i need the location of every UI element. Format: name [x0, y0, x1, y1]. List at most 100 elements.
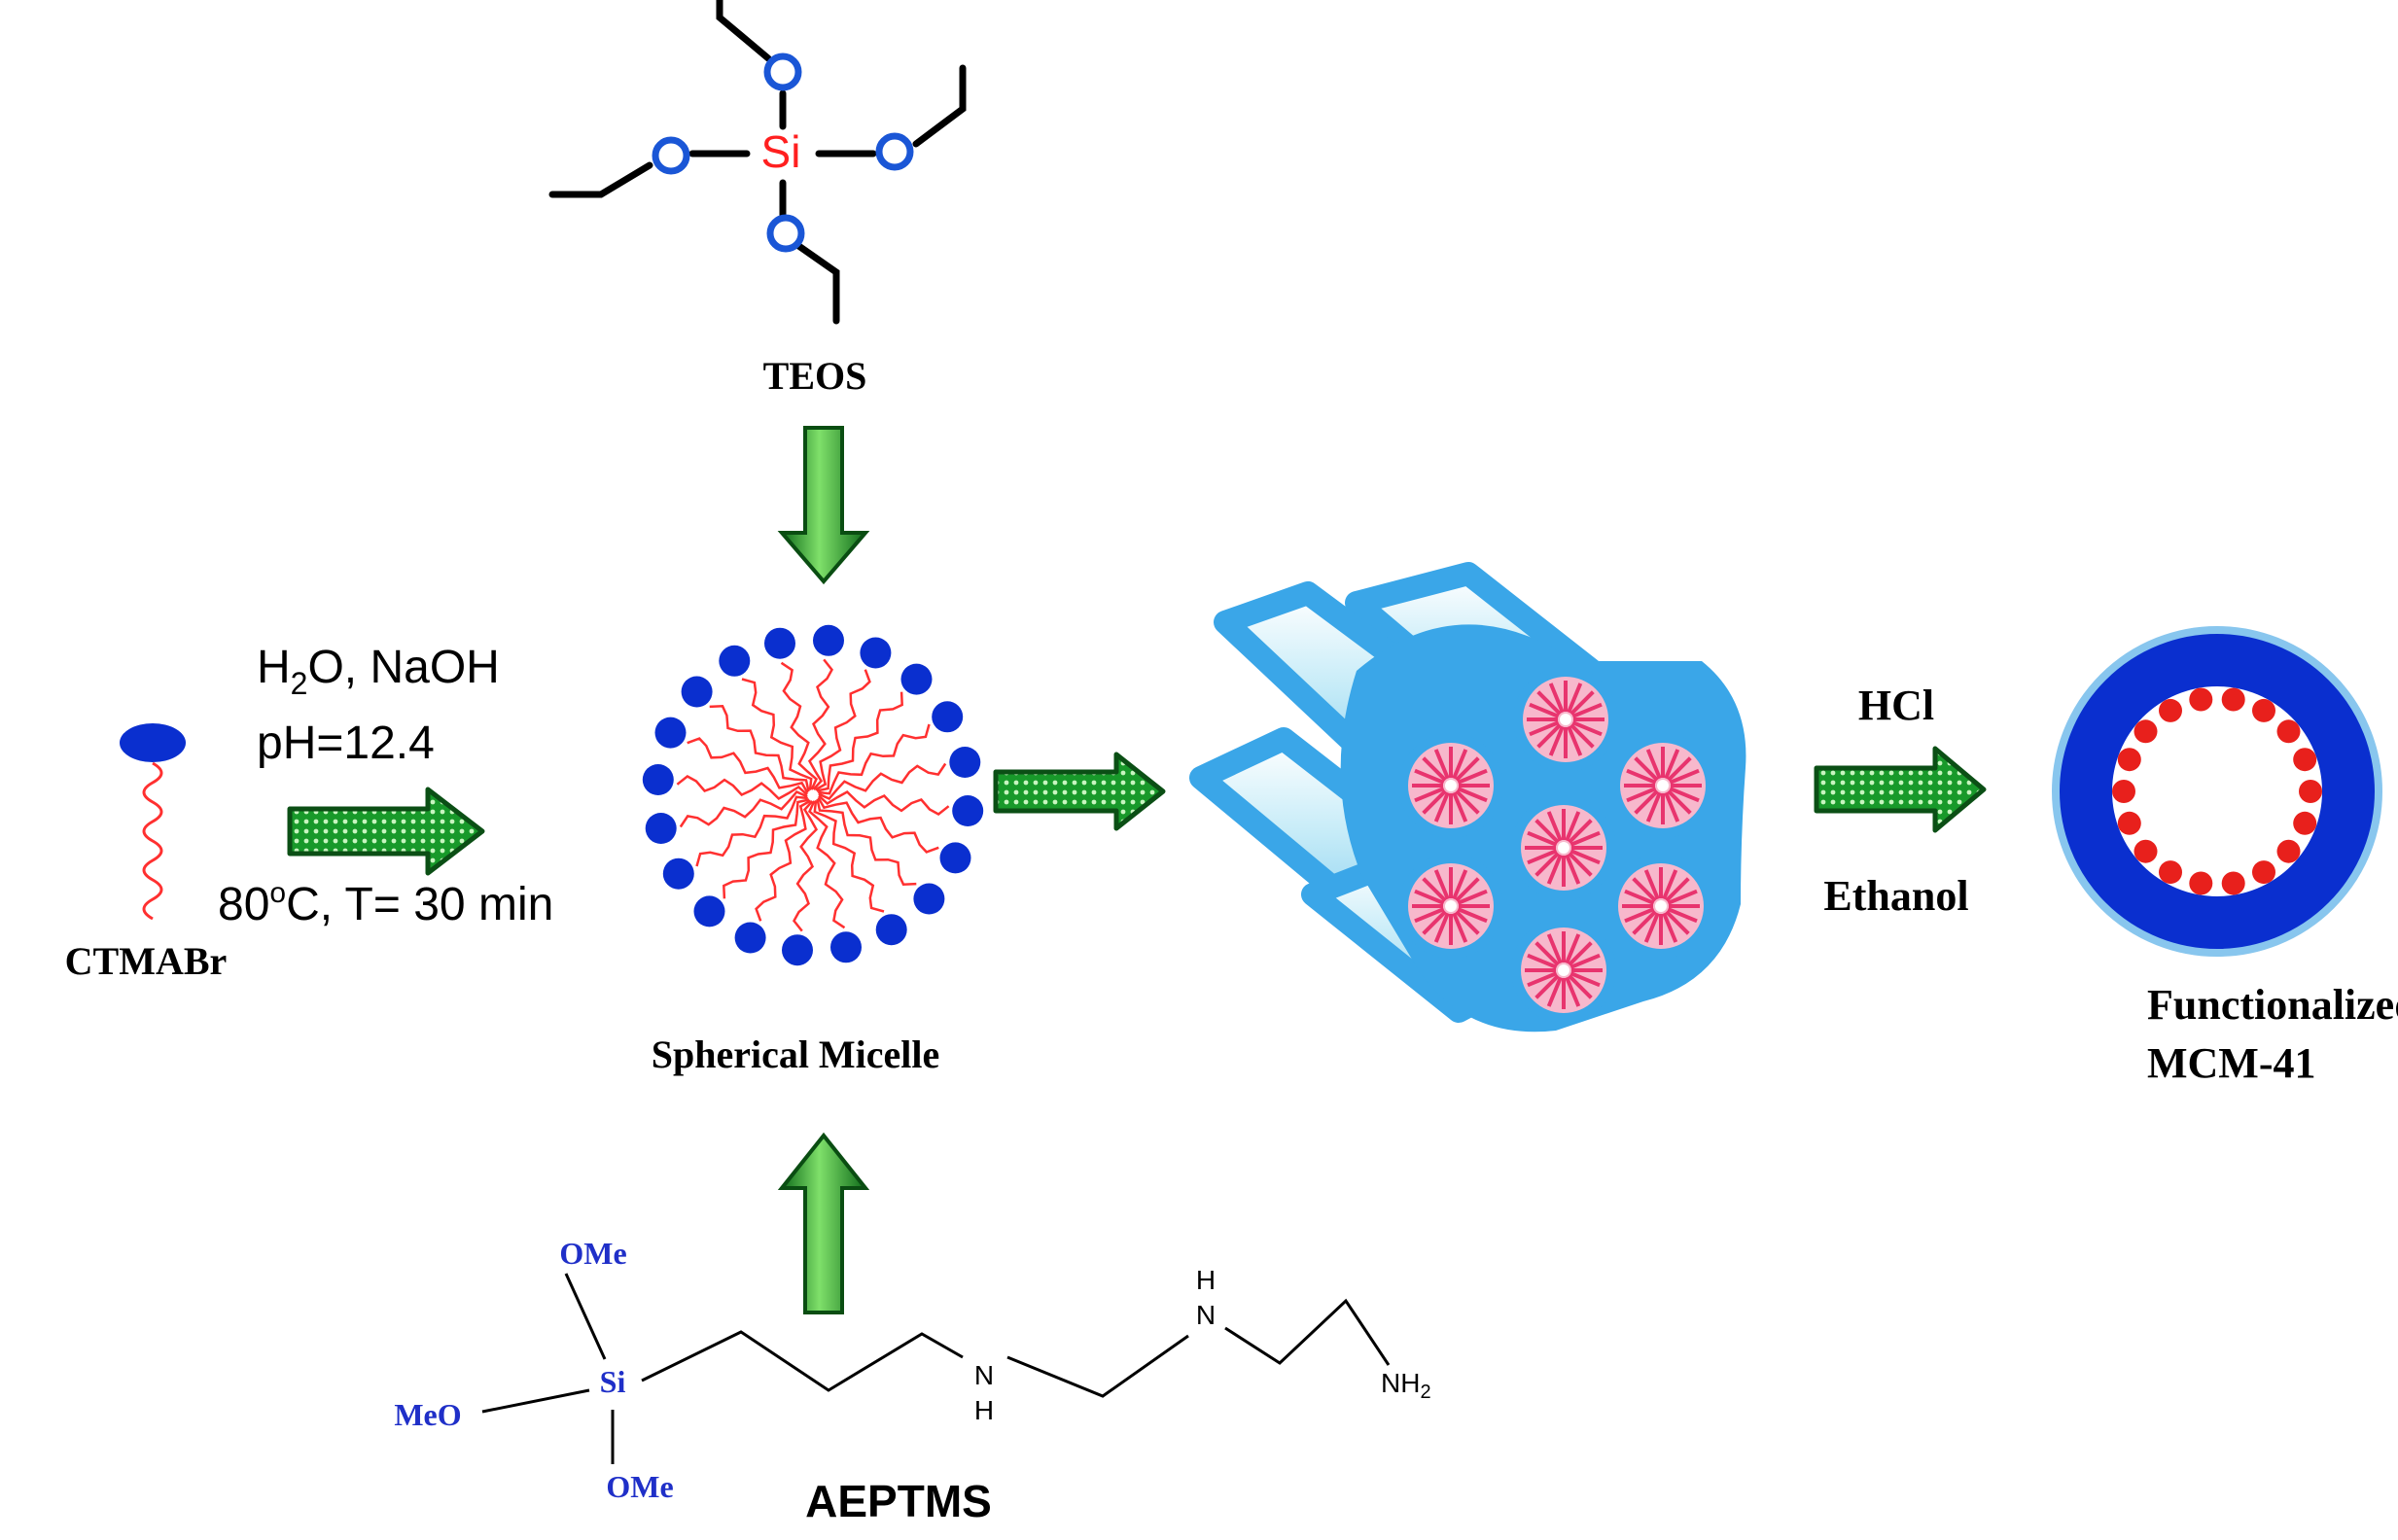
pore-spoke	[1664, 791, 1680, 822]
pore-spoke	[1433, 749, 1450, 780]
pore-spoke	[1565, 976, 1581, 1007]
teos-oxygen-top	[763, 52, 802, 91]
pore-spoke	[1534, 941, 1560, 966]
aeptms-si-atom: Si	[600, 1364, 626, 1399]
micelle-head	[913, 883, 945, 915]
pore-center	[1655, 900, 1667, 912]
pore-spoke	[1626, 787, 1657, 803]
pore-spoke	[1414, 889, 1445, 905]
functional-group-dot	[2276, 719, 2301, 744]
pore-spoke	[1569, 690, 1595, 716]
micelle-tail	[695, 795, 808, 867]
micelle-tail	[780, 661, 819, 790]
pore-spoke	[1546, 976, 1563, 1007]
teos-oxygen-left	[652, 136, 690, 175]
arrow-to-product	[1814, 746, 1987, 833]
aeptms-meo-left: MeO	[394, 1397, 461, 1432]
pore-spoke	[1457, 889, 1488, 905]
micelle-tail	[818, 723, 931, 795]
pore-spoke	[1665, 877, 1690, 902]
pore-spoke	[1634, 789, 1659, 815]
pore-spoke	[1534, 819, 1560, 844]
functional-group-dot	[2276, 839, 2301, 863]
product-label-line1: Functionalized	[2147, 981, 2398, 1029]
pore-spoke	[1414, 768, 1445, 785]
condition-solvent: H2O, NaOH	[257, 642, 500, 701]
micelle-tail	[817, 796, 939, 854]
reaction-conditions: H2O, NaOH pH=12.4 80oC, T= 30 min	[218, 642, 553, 930]
functional-group-dot	[2189, 687, 2213, 712]
ethanol-label: Ethanol	[1823, 872, 1968, 920]
micelle-tail	[679, 789, 808, 828]
micelle-head	[875, 914, 907, 946]
pore-spoke	[1569, 953, 1601, 969]
pore-spoke	[1669, 787, 1700, 803]
pore-center	[1445, 900, 1457, 912]
micelle-tail	[723, 798, 810, 899]
arrow-to-micelle	[287, 787, 485, 876]
pore-spoke	[1455, 877, 1480, 902]
ctmabr-surfactant: CTMABr	[65, 723, 227, 983]
micelle-head	[681, 676, 713, 708]
functional-group-dot	[2117, 748, 2141, 772]
pore-spoke	[1414, 787, 1445, 803]
micelle-tail	[816, 691, 903, 792]
ctmabr-head	[120, 723, 186, 762]
pore-spoke	[1452, 749, 1468, 780]
condition-temperature-time: 80oC, T= 30 min	[218, 877, 553, 930]
micelle-head	[734, 922, 766, 954]
aeptms-label: AEPTMS	[805, 1476, 992, 1526]
micelle-tail	[816, 798, 917, 886]
micelle-tail	[709, 705, 810, 792]
functional-group-dot	[2112, 780, 2135, 803]
functional-group-dot	[2117, 811, 2141, 835]
pore-spoke	[1457, 907, 1488, 924]
pore-spoke	[1529, 720, 1560, 737]
pore-channels	[1398, 667, 1715, 1023]
micelle-head	[939, 842, 971, 874]
micelle-head	[900, 663, 933, 695]
pore-spoke	[1548, 725, 1565, 756]
pore-spoke	[1645, 749, 1662, 780]
functional-group-dot	[2252, 860, 2275, 885]
pore-spoke	[1567, 682, 1583, 714]
pore-spoke	[1452, 791, 1468, 822]
pore-spoke	[1534, 974, 1560, 999]
pore-spoke	[1546, 854, 1563, 885]
pore-spoke	[1452, 869, 1468, 900]
micelle-head	[952, 795, 984, 826]
pore-spoke	[1414, 907, 1445, 924]
aeptms-n1: N	[974, 1360, 994, 1390]
micelle-head	[693, 895, 725, 928]
pore-spoke	[1452, 912, 1468, 943]
pore-spoke	[1667, 907, 1698, 924]
pore-spoke	[1422, 910, 1447, 935]
pore-spoke	[1568, 852, 1593, 877]
pore-spoke	[1664, 749, 1680, 780]
teos-down-arrow	[777, 426, 870, 585]
product-label-line2: MCM-41	[2147, 1039, 2316, 1087]
hexagonal-mesoporous-array	[1189, 562, 1746, 1032]
pore-spoke	[1667, 789, 1692, 815]
pore-spoke	[1536, 723, 1562, 749]
pore-spoke	[1455, 756, 1480, 782]
spherical-micelle	[642, 624, 984, 966]
pore-spoke	[1626, 768, 1657, 785]
aeptms-molecule: OMe MeO OMe Si N H H N NH2 AEPTMS	[394, 1236, 1430, 1526]
pore-spoke	[1546, 811, 1563, 842]
pore-spoke	[1433, 912, 1450, 943]
aeptms-up-arrow	[777, 1132, 870, 1314]
functionalized-mcm41-pore	[2052, 626, 2382, 957]
pore-spoke	[1457, 768, 1488, 785]
teos-oxygen-bottom	[766, 214, 805, 253]
pore-spoke	[1634, 756, 1659, 782]
micelle-head	[642, 764, 674, 795]
pore-spoke	[1534, 852, 1560, 877]
pore-center	[1657, 780, 1669, 791]
functional-group-dot	[2159, 698, 2182, 722]
aeptms-ome-bottom: OMe	[606, 1469, 673, 1504]
pore-center	[1445, 780, 1457, 791]
functional-group-dot	[2293, 811, 2317, 835]
pore-spoke	[1455, 910, 1480, 935]
functional-group-dot	[2159, 860, 2182, 885]
